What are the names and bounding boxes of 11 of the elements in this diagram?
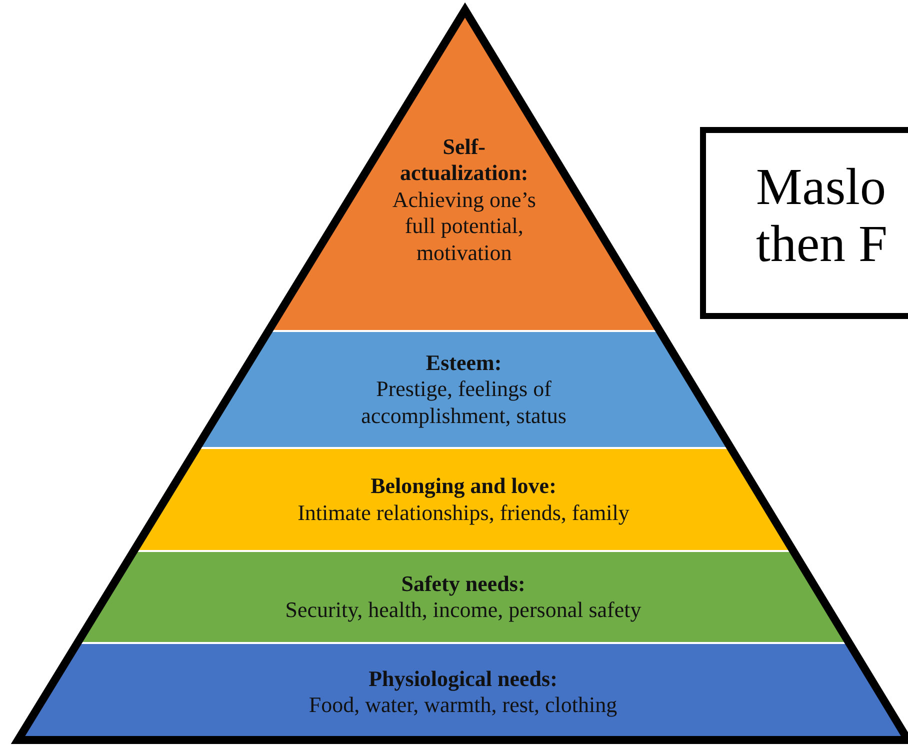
tier-description: Food, water, warmth, rest, clothing bbox=[308, 692, 618, 718]
tier-description: Achieving one’s full potential, motivation bbox=[391, 186, 537, 266]
tier-description: Prestige, feelings of accomplishment, status bbox=[360, 376, 568, 430]
tier-heading: Self-actualization: bbox=[398, 134, 530, 187]
tier-heading: Safety needs: bbox=[401, 570, 526, 597]
title-text: Maslo then F bbox=[756, 159, 888, 274]
tier-description: Intimate relationships, friends, family bbox=[298, 500, 630, 526]
tier-heading: Physiological needs: bbox=[368, 666, 558, 692]
tier-heading: Belonging and love: bbox=[370, 473, 556, 500]
tier-description: Security, health, income, personal safety bbox=[285, 597, 642, 624]
tier-heading: Esteem: bbox=[426, 350, 502, 376]
